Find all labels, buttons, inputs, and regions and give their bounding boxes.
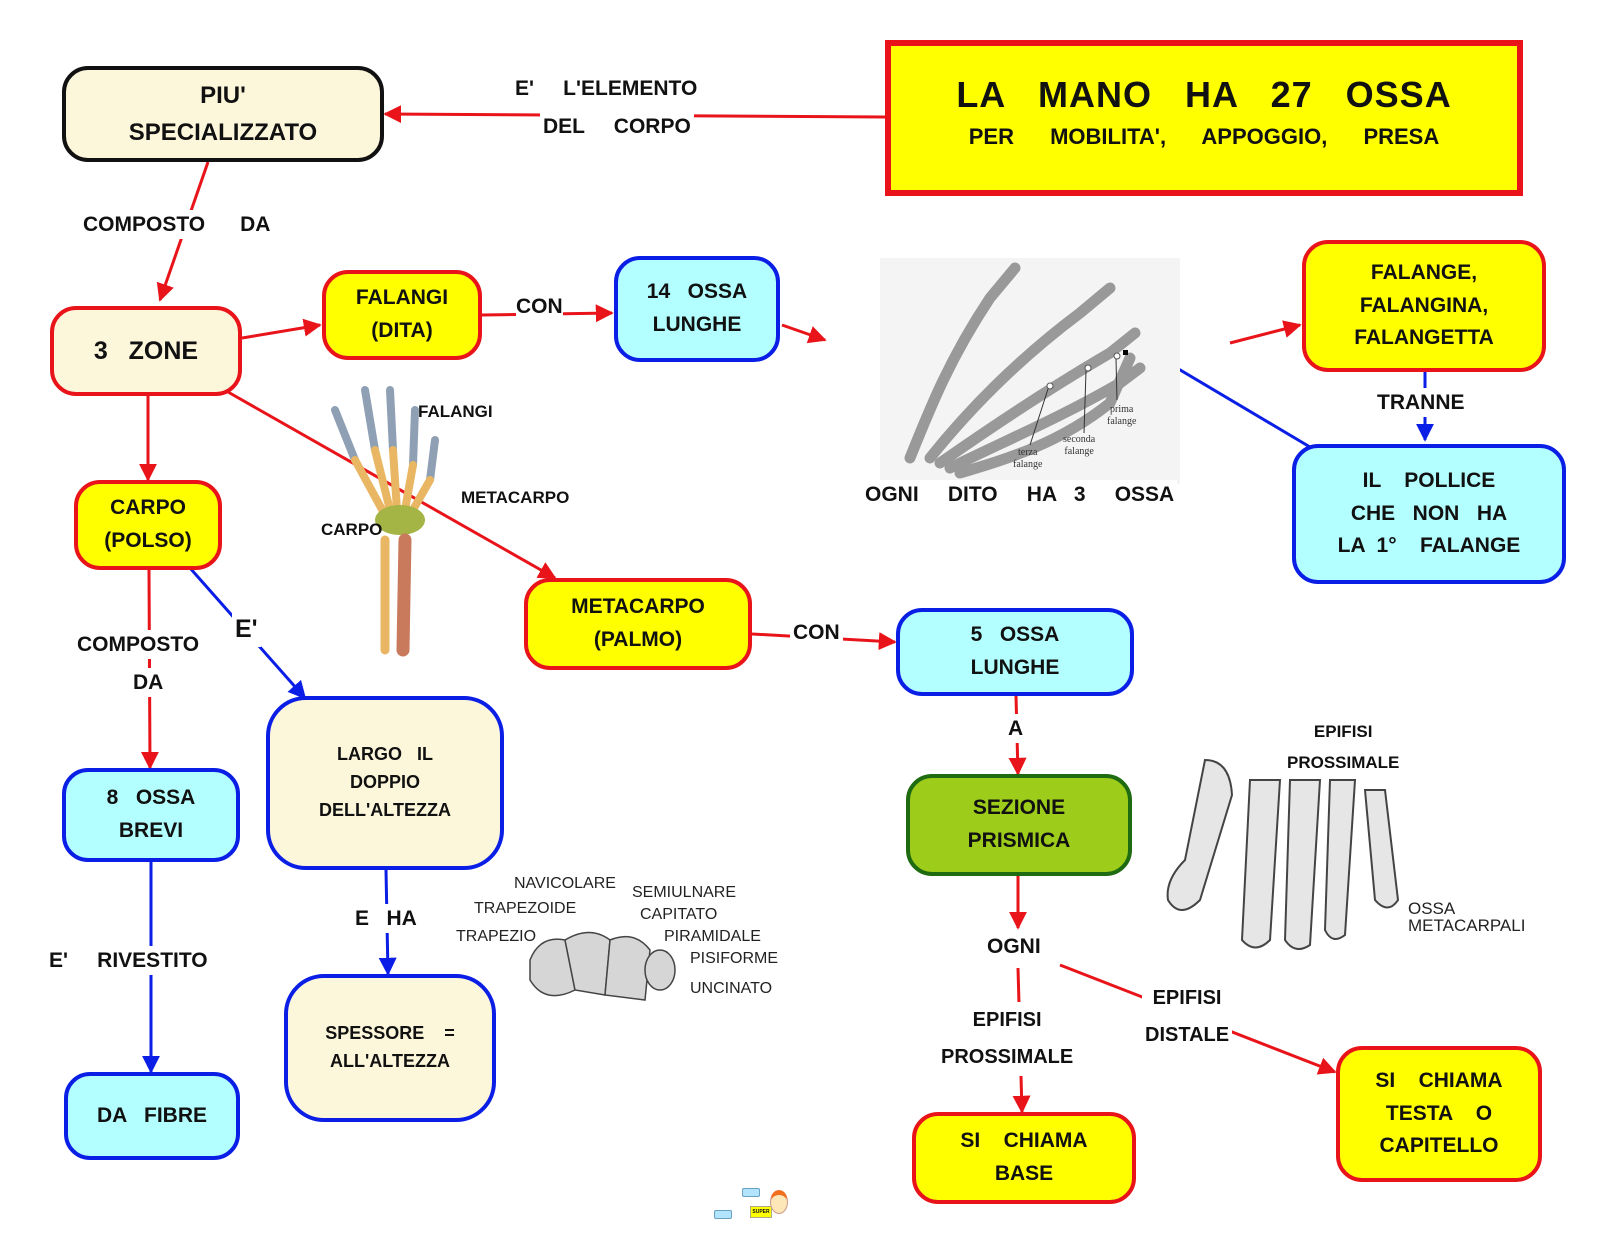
link-label-epifisi-distale: EPIFISI DISTALE [1142, 980, 1233, 1054]
link-label-del-corpo: DEL CORPO [540, 112, 694, 142]
link-label-con-2: CON [790, 618, 843, 648]
node-carpo-polso[interactable]: CARPO (POLSO) [74, 480, 222, 570]
node-5-ossa-lunghe[interactable]: 5 OSSA LUNGHE [896, 608, 1134, 696]
label-uncinato: UNCINATO [690, 980, 773, 997]
node-specializzato[interactable]: PIU' SPECIALIZZATO [62, 66, 384, 162]
caption-terza-falange: terza falange [1013, 447, 1043, 470]
edge-14ossa-to-image [781, 323, 827, 344]
caption-ogni-dito: OGNI DITO HA 3 OSSA [862, 480, 1178, 510]
node-spessore-altezza[interactable]: SPESSORE = ALL'ALTEZZA [284, 974, 496, 1122]
label-navicolare: NAVICOLARE [514, 875, 616, 892]
link-label-rivestito: E' RIVESTITO [46, 946, 211, 976]
node-pollice[interactable]: IL POLLICE CHE NON HA LA 1° FALANGE [1292, 444, 1566, 584]
logo-text: SUPER [750, 1206, 772, 1218]
logo-mascot-icon [770, 1190, 788, 1214]
node-falangi-dita[interactable]: FALANGI (DITA) [322, 270, 482, 360]
node-falange-falangina-falangetta[interactable]: FALANGE, FALANGINA, FALANGETTA [1302, 240, 1546, 372]
link-label-e-ha: E HA [352, 904, 420, 934]
link-label-e: E' [232, 612, 261, 647]
label-trapezio: TRAPEZIO [456, 928, 537, 945]
link-label-composto-da: COMPOSTO DA [80, 210, 274, 240]
label-semiulnare: SEMIULNARE [632, 884, 737, 901]
label-piramidale: PIRAMIDALE [664, 928, 761, 945]
node-8-ossa-brevi[interactable]: 8 OSSA BREVI [62, 768, 240, 862]
edge-zone-to-falangi [241, 318, 322, 340]
caption-ossa-metacarpali: OSSA METACARPALI [1408, 899, 1526, 935]
caption-metacarpo: METACARPO [461, 488, 570, 507]
link-label-ogni: OGNI [984, 932, 1044, 962]
label-capitato: CAPITATO [640, 906, 718, 923]
caption-epifisi-prossimale: EPIFISI PROSSIMALE [1287, 722, 1400, 773]
link-label-con-1: CON [516, 292, 563, 322]
link-label-tranne: TRANNE [1374, 388, 1468, 418]
caption-prima-falange: prima falange [1107, 404, 1137, 427]
caption-carpo: CARPO [321, 520, 383, 539]
title-box: LA MANO HA 27 OSSA PER MOBILITA', APPOGG… [885, 40, 1523, 196]
logo-node-icon [742, 1188, 760, 1197]
hand-skeleton-image [880, 258, 1180, 484]
caption-falangi: FALANGI [418, 402, 493, 421]
carpal-bones-image [529, 931, 676, 1001]
link-label-composto: COMPOSTO [74, 630, 203, 660]
edge-pollice-to-image [1158, 356, 1316, 452]
node-si-chiama-base[interactable]: SI CHIAMA BASE [912, 1112, 1136, 1204]
link-label-elemento: E' L'ELEMENTO [512, 74, 701, 104]
label-pisiforme: PISIFORME [690, 950, 779, 967]
colored-hand-image [331, 386, 439, 657]
edge-image-to-falange-names [1229, 320, 1302, 345]
link-label-epifisi-prossimale: EPIFISI PROSSIMALE [938, 1002, 1077, 1076]
title-main: LA MANO HA 27 OSSA [956, 74, 1452, 115]
supermappe-logo: SUPER [712, 1186, 798, 1226]
metacarpal-bones-image [1166, 758, 1400, 950]
node-da-fibre[interactable]: DA FIBRE [64, 1072, 240, 1160]
node-sezione-prismica[interactable]: SEZIONE PRISMICA [906, 774, 1132, 876]
node-14-ossa-lunghe[interactable]: 14 OSSA LUNGHE [614, 256, 780, 362]
link-label-da: DA [130, 668, 167, 698]
node-3-zone[interactable]: 3 ZONE [50, 306, 242, 396]
link-label-a: A [1005, 714, 1027, 744]
node-si-chiama-testa[interactable]: SI CHIAMA TESTA O CAPITELLO [1336, 1046, 1542, 1182]
logo-node-icon [714, 1210, 732, 1219]
label-trapezoide: TRAPEZOIDE [474, 900, 577, 917]
node-largo-doppio-altezza[interactable]: LARGO IL DOPPIO DELL'ALTEZZA [266, 696, 504, 870]
title-sub: PER MOBILITA', APPOGGIO, PRESA [968, 124, 1440, 149]
caption-seconda-falange: seconda falange [1063, 434, 1096, 457]
node-metacarpo-palmo[interactable]: METACARPO (PALMO) [524, 578, 752, 670]
